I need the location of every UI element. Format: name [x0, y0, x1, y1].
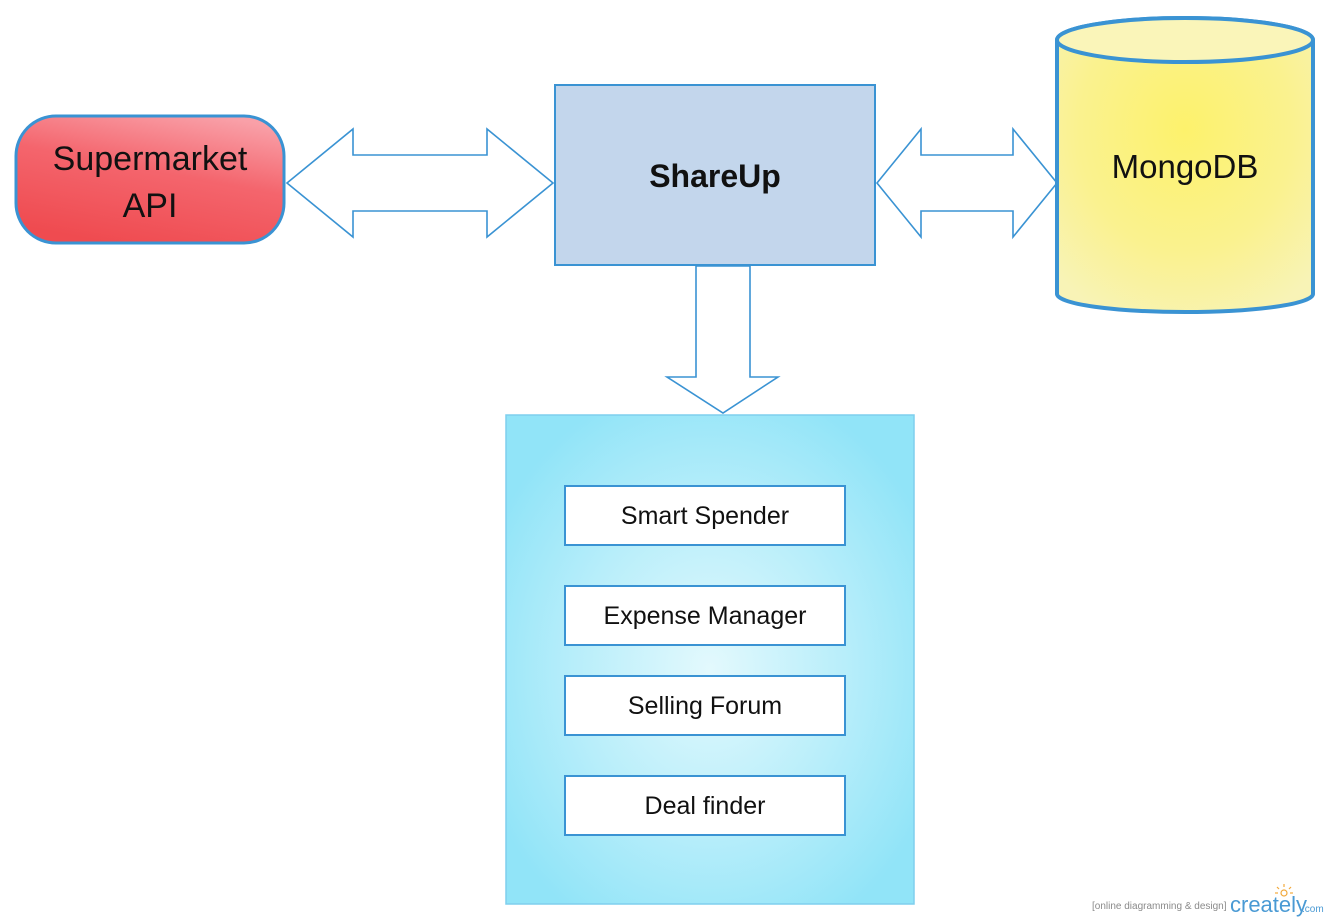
mongodb-label: MongoDB [1112, 148, 1259, 185]
shareup-mongodb-double-arrow [875, 126, 1059, 240]
feature-expense-manager[interactable]: Expense Manager [564, 585, 846, 646]
shareup-label: ShareUp [649, 158, 781, 194]
sun-icon [1275, 884, 1293, 897]
feature-smart-spender[interactable]: Smart Spender [564, 485, 846, 546]
watermark-tagline: [online diagramming & design] [1092, 901, 1227, 912]
watermark-domain: .com [1302, 904, 1324, 915]
shareup-features-down-arrow [664, 265, 781, 414]
watermark-logo: creately [1230, 892, 1307, 917]
mongodb-database-node[interactable]: MongoDB [1055, 16, 1315, 314]
supermarket-api-label-line2: API [123, 187, 178, 225]
feature-label: Deal finder [645, 792, 766, 820]
supermarket-api-node[interactable]: Supermarket API [14, 114, 286, 245]
creately-watermark: [online diagramming & design] creately .… [1092, 884, 1324, 917]
feature-label: Expense Manager [604, 602, 807, 630]
feature-label: Smart Spender [621, 502, 789, 530]
api-shareup-double-arrow [285, 127, 555, 239]
feature-deal-finder[interactable]: Deal finder [564, 775, 846, 836]
supermarket-api-label-line1: Supermarket [53, 140, 248, 178]
shareup-node[interactable]: ShareUp [554, 84, 876, 266]
feature-selling-forum[interactable]: Selling Forum [564, 675, 846, 736]
feature-label: Selling Forum [628, 692, 782, 720]
